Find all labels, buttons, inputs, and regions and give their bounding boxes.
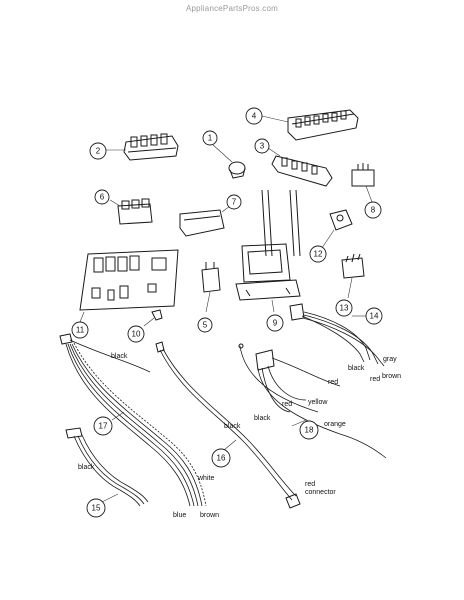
label-14-red: red <box>370 376 380 383</box>
callout-16: 16 <box>211 448 231 468</box>
part-17-harness <box>59 333 207 507</box>
callout-10: 10 <box>127 325 145 343</box>
part-9-transformer <box>235 189 301 313</box>
svg-text:17: 17 <box>99 422 108 431</box>
label-16-black-b: black <box>224 423 241 430</box>
svg-text:15: 15 <box>92 504 101 513</box>
svg-text:2: 2 <box>96 147 101 156</box>
svg-text:13: 13 <box>340 304 349 313</box>
part-6-switch-block <box>109 198 153 225</box>
label-14-gray: gray <box>383 356 397 363</box>
callout-12: 12 <box>309 245 327 263</box>
svg-text:5: 5 <box>203 321 208 330</box>
callout-11: 11 <box>71 321 89 339</box>
svg-text:9: 9 <box>273 319 278 328</box>
part-8-relay <box>351 163 375 203</box>
label-16-connector: connector <box>305 489 336 496</box>
callout-2: 2 <box>89 142 107 160</box>
svg-text:1: 1 <box>208 134 213 143</box>
label-18-red-b: red <box>328 379 338 386</box>
label-17-black: black <box>111 353 128 360</box>
callout-15: 15 <box>86 498 106 518</box>
callout-3: 3 <box>254 138 270 154</box>
part-4-terminal-strip <box>261 109 359 141</box>
callout-14: 14 <box>365 307 383 325</box>
part-7-capacitor <box>179 205 231 237</box>
callout-5: 5 <box>197 317 213 333</box>
callout-13: 13 <box>335 299 353 317</box>
callout-9: 9 <box>266 314 284 332</box>
svg-text:4: 4 <box>252 112 257 121</box>
part-1-thermostat <box>211 143 246 179</box>
label-14-black: black <box>348 365 365 372</box>
svg-text:16: 16 <box>217 454 226 463</box>
svg-text:14: 14 <box>370 312 379 321</box>
label-17-white: white <box>197 475 214 482</box>
svg-text:8: 8 <box>371 206 376 215</box>
svg-text:18: 18 <box>305 426 314 435</box>
part-12-switch <box>321 209 353 249</box>
part-5-thermal-fuse <box>201 262 221 313</box>
label-17-blue: blue <box>173 512 186 519</box>
label-18-yellow: yellow <box>308 399 328 406</box>
svg-text:3: 3 <box>260 142 265 151</box>
part-15-ribbon-cable <box>65 427 149 507</box>
label-18-orange: orange <box>324 421 346 428</box>
callout-8: 8 <box>364 201 382 219</box>
part-10-clip <box>143 309 163 327</box>
callout-18: 18 <box>299 420 319 440</box>
part-2-terminal-block <box>106 133 179 161</box>
callout-7: 7 <box>226 194 242 210</box>
wire-labels: black white blue brown black black black… <box>78 353 401 519</box>
watermark: AppliancePartsPros.com <box>186 4 278 13</box>
callout-17: 17 <box>93 416 113 436</box>
svg-text:12: 12 <box>314 250 323 259</box>
svg-text:11: 11 <box>76 326 85 335</box>
svg-text:6: 6 <box>100 193 105 202</box>
callout-4: 4 <box>245 107 263 125</box>
part-18-wire-set <box>238 343 387 459</box>
label-16-red: red <box>305 481 315 488</box>
part-3-terminal-block <box>267 147 333 187</box>
part-14-wire-harness <box>289 303 385 367</box>
label-17-brown: brown <box>200 512 219 519</box>
part-13-connector <box>341 253 365 299</box>
label-16-black-a: black <box>254 415 271 422</box>
part-11-control-board <box>79 249 179 323</box>
part-16-black-wire <box>155 341 301 509</box>
label-18-red-a: red <box>282 401 292 408</box>
label-14-brown: brown <box>382 373 401 380</box>
svg-text:10: 10 <box>132 330 141 339</box>
label-15-black: black <box>78 464 95 471</box>
callout-6: 6 <box>94 189 110 205</box>
callout-1: 1 <box>202 130 218 146</box>
svg-text:7: 7 <box>232 198 237 207</box>
